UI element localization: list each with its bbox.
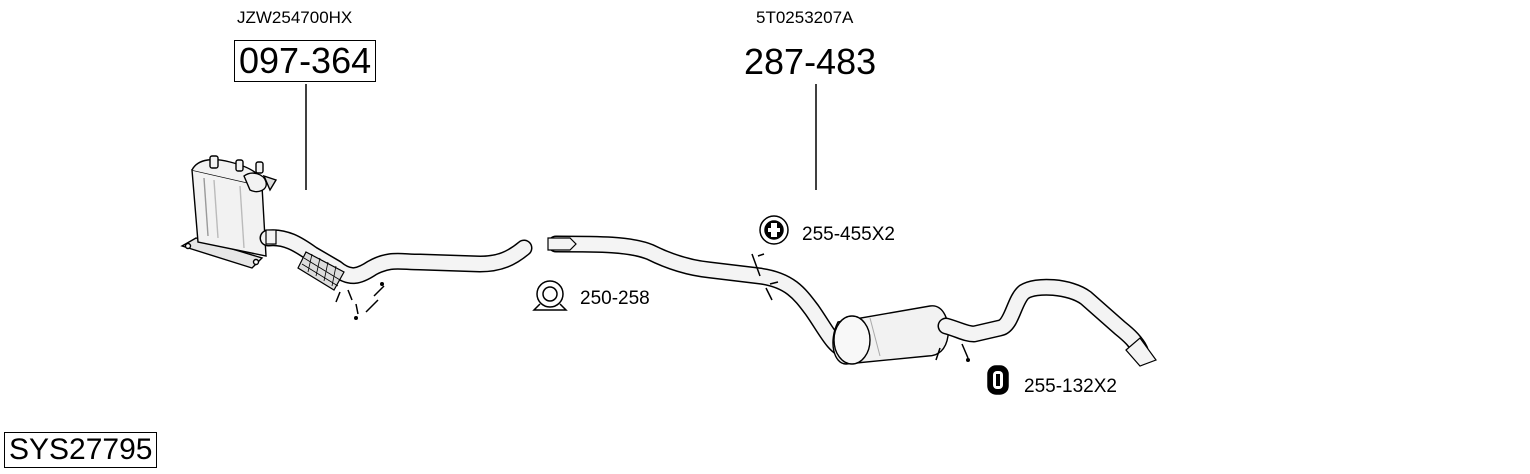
hanger-round-part-number[interactable]: 255-455X2 [802,224,895,245]
hanger-oval-part-number[interactable]: 255-132X2 [1024,376,1117,397]
flex-joint [297,251,345,291]
dpf-part-number[interactable]: 097-364 [234,40,377,82]
dpf-unit [180,155,278,269]
rubber-hanger-icon [759,215,789,245]
dpf-oem-number: JZW254700HX [237,8,353,27]
muffler [832,305,950,365]
clamp-icon [532,280,568,311]
rear-system-part-number[interactable]: 287-483 [744,41,877,82]
front-pipe [259,229,533,320]
system-id: SYS27795 [4,432,158,468]
rear-system-oem-number: 5T0253207A [756,8,854,27]
rear-system [547,235,1157,367]
clamp-part-number[interactable]: 250-258 [580,288,650,309]
rubber-mount-icon [987,365,1009,395]
